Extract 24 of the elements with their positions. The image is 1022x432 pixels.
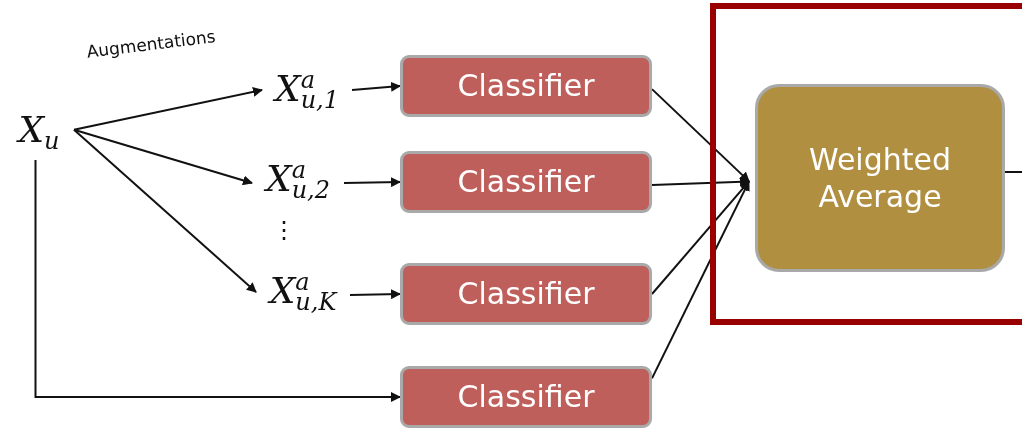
arrow (73, 128, 253, 186)
highlight-frame (710, 3, 1022, 325)
classifier-box (400, 366, 652, 428)
classifier-box (400, 55, 652, 117)
arrow (651, 176, 750, 187)
arrow (349, 289, 401, 300)
arrow (351, 81, 401, 92)
box-label: Classifier (457, 163, 595, 201)
arrow (73, 86, 263, 131)
arrow (651, 88, 750, 183)
arrow (343, 177, 401, 188)
arrow (73, 128, 257, 293)
box-label: Classifier (457, 275, 595, 313)
ellipsis-mark: ⋮ (272, 218, 296, 242)
box-label: Weighted Average (808, 140, 952, 216)
classifier-box (400, 151, 652, 213)
box-label: Classifier (457, 378, 595, 416)
weighted-average-box (755, 84, 1005, 272)
math-symbol: X$_{u}$ (18, 111, 60, 154)
classifier-box (400, 263, 652, 325)
arrow (651, 180, 750, 295)
arrow (651, 180, 750, 380)
arrow (34, 159, 401, 402)
box-label: Classifier (457, 67, 595, 105)
